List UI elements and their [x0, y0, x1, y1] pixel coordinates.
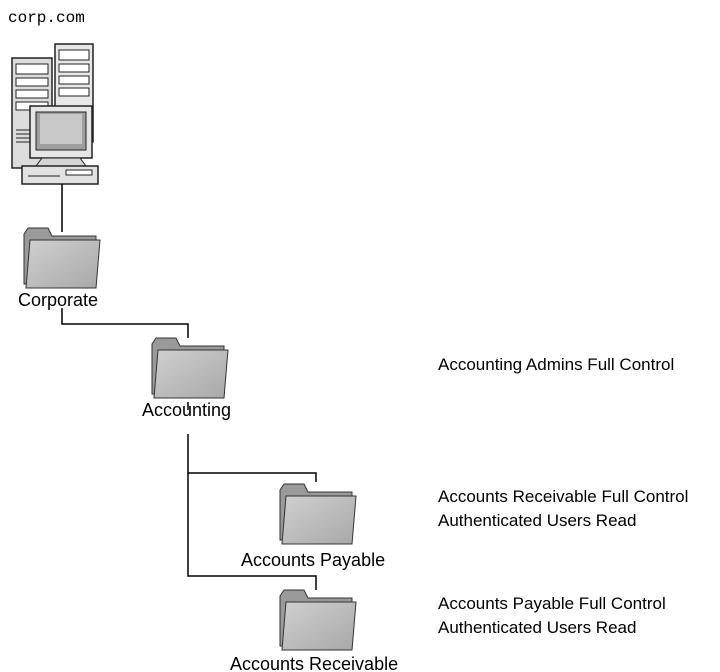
folder-label-accounting: Accounting — [142, 400, 231, 420]
folder-label-corporate: Corporate — [18, 290, 98, 310]
permission-receivable-line-1: Accounts Payable Full Control — [438, 594, 666, 613]
permission-receivable-line-2: Authenticated Users Read — [438, 618, 636, 637]
folder-label-accounts-payable: Accounts Payable — [241, 550, 385, 570]
connector-corporate-accounting — [61, 308, 189, 338]
folder-icon[interactable] — [279, 589, 357, 651]
domain-label: corp.com — [8, 9, 85, 27]
connector-accounting-receivable — [187, 473, 317, 590]
permission-payable-line-2: Authenticated Users Read — [438, 511, 636, 530]
folder-icon[interactable] — [279, 483, 357, 545]
server-computer-icon — [11, 43, 99, 185]
connector-accounting-payable — [187, 434, 317, 482]
permission-accounting-line-1: Accounting Admins Full Control — [438, 355, 674, 374]
permission-payable-line-1: Accounts Receivable Full Control — [438, 487, 688, 506]
folder-icon[interactable] — [151, 337, 229, 399]
tree-connectors — [61, 184, 317, 590]
folder-label-accounts-receivable: Accounts Receivable — [230, 654, 398, 672]
folder-icon[interactable] — [23, 227, 101, 289]
